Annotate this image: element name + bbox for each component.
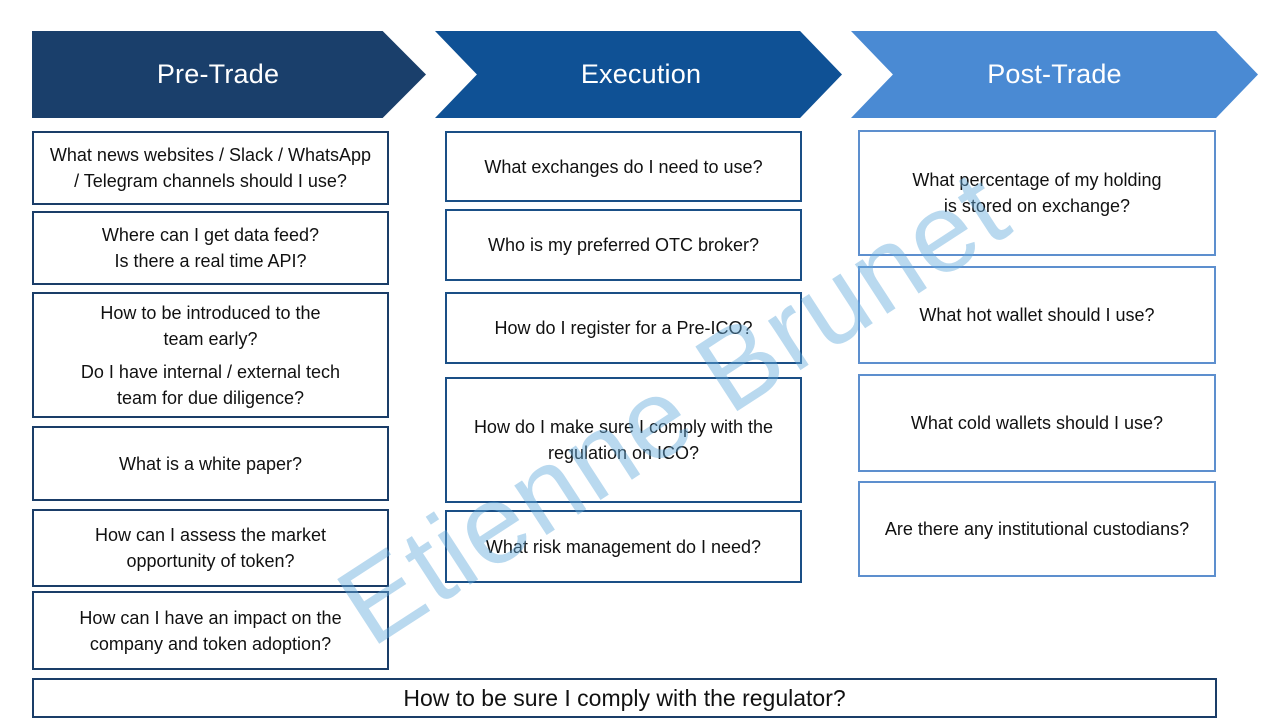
box-line: What risk management do I need? (485, 536, 762, 557)
pre-trade-box-team: How to be introduced to the team early? … (32, 292, 389, 418)
box-line: opportunity of token? (126, 551, 295, 571)
box-line: What is a white paper? (118, 453, 303, 474)
post-trade-title: Post-Trade (987, 59, 1122, 89)
box-line: How do I make sure I comply with the (473, 417, 774, 437)
execution-header: Execution (435, 31, 842, 118)
box-line: Where can I get data feed? (101, 225, 320, 245)
execution-title: Execution (580, 59, 702, 89)
execution-box-pre-ico: How do I register for a Pre-ICO? (445, 292, 802, 364)
box-line: Do I have internal / external tech (80, 361, 341, 382)
post-trade-box-custodians: Are there any institutional custodians? (858, 481, 1216, 577)
box-line: regulation on ICO? (547, 443, 700, 463)
box-line: How to be introduced to the (100, 302, 321, 323)
box-line: What percentage of my holding (912, 170, 1162, 190)
box-line: How can I assess the market (94, 525, 327, 545)
execution-box-exchanges: What exchanges do I need to use? (445, 131, 802, 202)
box-line: How do I register for a Pre-ICO? (494, 318, 753, 338)
post-trade-box-hot-wallet: What hot wallet should I use? (858, 266, 1216, 364)
pre-trade-box-market: How can I assess the market opportunity … (32, 509, 389, 587)
execution-box-regulation: How do I make sure I comply with the reg… (445, 377, 802, 503)
box-line: company and token adoption? (89, 633, 332, 654)
box-line: Are there any institutional custodians? (884, 519, 1190, 539)
box-line: / Telegram channels should I use? (74, 171, 347, 191)
pre-trade-box-data-feed: Where can I get data feed? Is there a re… (32, 211, 389, 285)
pre-trade-header: Pre-Trade (32, 31, 426, 118)
execution-box-otc: Who is my preferred OTC broker? (445, 209, 802, 281)
regulator-box: How to be sure I comply with the regulat… (32, 678, 1217, 718)
pre-trade-box-impact: How can I have an impact on the company … (32, 591, 389, 670)
box-line: What cold wallets should I use? (910, 413, 1164, 433)
box-line: is stored on exchange? (943, 196, 1131, 216)
box-line: What news websites / Slack / WhatsApp (49, 145, 372, 165)
pre-trade-title: Pre-Trade (156, 59, 280, 89)
box-line: How can I have an impact on the (79, 607, 342, 628)
box-line: Who is my preferred OTC broker? (487, 235, 760, 255)
box-line: team early? (163, 328, 258, 349)
regulator-text: How to be sure I comply with the regulat… (403, 684, 846, 711)
pre-trade-box-white-paper: What is a white paper? (32, 426, 389, 501)
box-line: Is there a real time API? (114, 251, 307, 271)
post-trade-box-holding: What percentage of my holding is stored … (858, 130, 1216, 256)
post-trade-header: Post-Trade (851, 31, 1258, 118)
pre-trade-box-news: What news websites / Slack / WhatsApp / … (32, 131, 389, 205)
post-trade-box-cold-wallet: What cold wallets should I use? (858, 374, 1216, 472)
box-line: What hot wallet should I use? (919, 305, 1155, 325)
box-line: team for due diligence? (116, 387, 305, 408)
execution-box-risk: What risk management do I need? (445, 510, 802, 583)
box-line: What exchanges do I need to use? (484, 156, 763, 177)
